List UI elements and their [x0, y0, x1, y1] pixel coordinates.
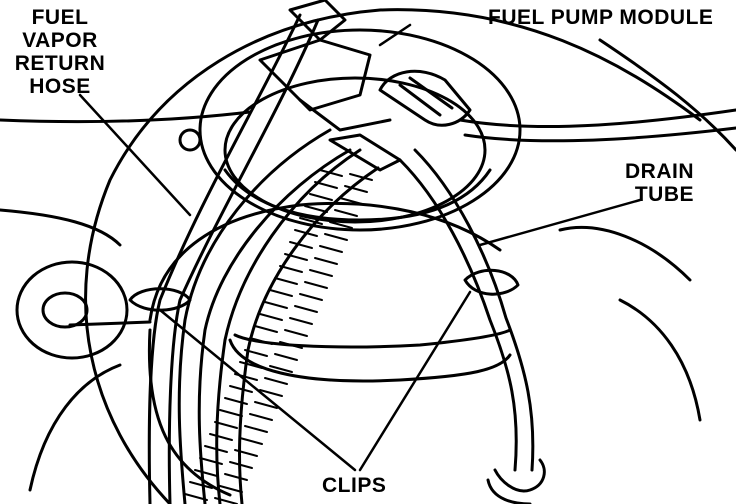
hose-rib [279, 265, 303, 273]
hose-rib [319, 245, 343, 253]
hose-rib [214, 421, 238, 429]
hose-rib [239, 361, 263, 369]
hose-rib [229, 385, 253, 393]
hose-rib [304, 205, 328, 213]
module-body [178, 28, 522, 232]
hose-rib [279, 341, 303, 349]
hose-rib [204, 445, 228, 453]
vapor-return-hose [147, 0, 347, 504]
label-fuel-vapor-return-hose: FUEL VAPOR RETURN HOSE [0, 6, 120, 98]
label-line-tube: TUBE [634, 183, 694, 206]
hose-rib [249, 413, 273, 421]
hose-ribs [184, 169, 373, 504]
hose-rib [274, 277, 298, 285]
hose-rib [334, 209, 358, 217]
hose-rib [284, 253, 308, 261]
hose-rib [259, 313, 283, 321]
corrugated-hose-2 [215, 148, 380, 504]
label-line-drain: DRAIN [625, 160, 694, 183]
hose-rib [274, 353, 298, 361]
hose-rib [289, 241, 313, 249]
hose-rib [229, 461, 253, 469]
label-text-clips: CLIPS [322, 474, 387, 497]
hose-rib [349, 173, 373, 181]
hose-rib [209, 433, 233, 441]
hose-rib [189, 481, 213, 489]
label-line-fuel: FUEL [31, 6, 89, 29]
electrical-connector [378, 69, 736, 143]
hose-rib [244, 349, 268, 357]
hose-rib [224, 473, 248, 481]
label-clips: CLIPS [322, 474, 386, 497]
grommet-left [15, 260, 152, 360]
hose-rib [199, 457, 223, 465]
hose-rib [314, 181, 338, 189]
hose-rib [329, 221, 353, 229]
hose-rib [214, 497, 238, 504]
hose-rib [254, 325, 278, 333]
tank-contours [0, 8, 736, 504]
clip-right [463, 268, 520, 296]
label-line-return: RETURN [14, 52, 106, 75]
drain-tube [398, 148, 546, 504]
hose-rib [304, 281, 328, 289]
hose-rib [339, 197, 363, 205]
hose-rib [289, 317, 313, 325]
hose-rib [284, 329, 308, 337]
hose-rib [194, 469, 218, 477]
hose-rib [244, 425, 268, 433]
label-text-fuel-pump-module: FUEL PUMP MODULE [488, 6, 714, 29]
hose-rib [294, 305, 318, 313]
hose-rib [224, 397, 248, 405]
label-line-hose: HOSE [29, 75, 91, 98]
hose-rib [219, 485, 243, 493]
hose-rib [234, 449, 258, 457]
hose-rib [269, 289, 293, 297]
label-drain-tube: DRAIN TUBE [612, 160, 694, 206]
hose-rib [309, 269, 333, 277]
hose-rib [264, 301, 288, 309]
hose-rib [299, 217, 323, 225]
hose-rib [254, 401, 278, 409]
hose-rib [324, 233, 348, 241]
hose-rib [319, 169, 343, 177]
hose-rib [294, 229, 318, 237]
hose-rib [239, 437, 263, 445]
hose-rib [184, 493, 208, 501]
hose-rib [219, 409, 243, 417]
hose-rib [264, 377, 288, 385]
leader-lines [78, 23, 642, 472]
hose-rib [259, 389, 283, 397]
hose-rib [249, 337, 273, 345]
hose-rib [314, 257, 338, 265]
hose-rib [269, 365, 293, 373]
hose-rib [344, 185, 368, 193]
label-fuel-pump-module: FUEL PUMP MODULE [488, 6, 713, 29]
label-line-vapor: VAPOR [22, 29, 98, 52]
corrugated-hose-1 [177, 128, 352, 504]
hose-rib [299, 293, 323, 301]
clip-left [128, 287, 192, 312]
hose-rib [309, 193, 333, 201]
